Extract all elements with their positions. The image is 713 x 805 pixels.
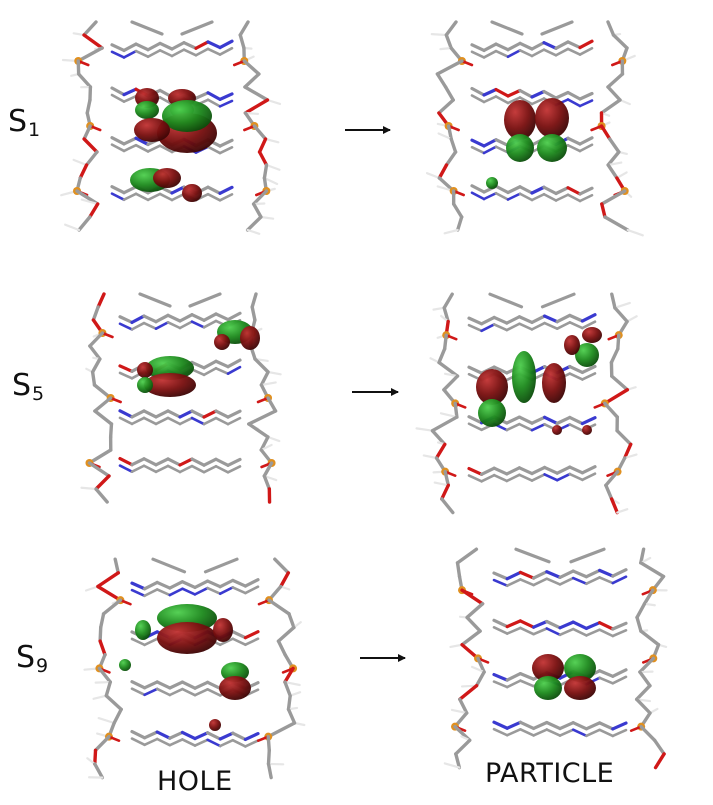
row-2-particle-molecule [415,292,638,515]
state-label-s5: S5 [12,368,44,405]
state-label-s9: S9 [16,640,48,677]
row-1-particle-orbital [486,98,569,189]
column-label-particle: PARTICLE [485,758,615,789]
row-2-hole-orbital [137,320,260,397]
state-label-s1: S1 [8,104,40,141]
row-1-hole-molecule [60,20,282,235]
state-letter: S [12,368,32,403]
row-2-hole-molecule [80,292,282,504]
column-label-hole: HOLE [157,766,233,797]
row-3-particle-orbital [532,654,596,700]
row-3-hole-molecule [83,557,306,780]
row-1-particle-molecule [425,20,644,237]
row-2-particle-orbital [476,327,602,435]
state-subscript: 5 [32,383,45,405]
row-3-particle-molecule [443,547,668,770]
row-3-hole-orbital [119,604,251,731]
state-letter: S [8,104,28,139]
state-letter: S [16,640,36,675]
row-1-hole-orbital [130,88,217,202]
state-subscript: 1 [28,119,41,141]
state-subscript: 9 [36,655,49,677]
